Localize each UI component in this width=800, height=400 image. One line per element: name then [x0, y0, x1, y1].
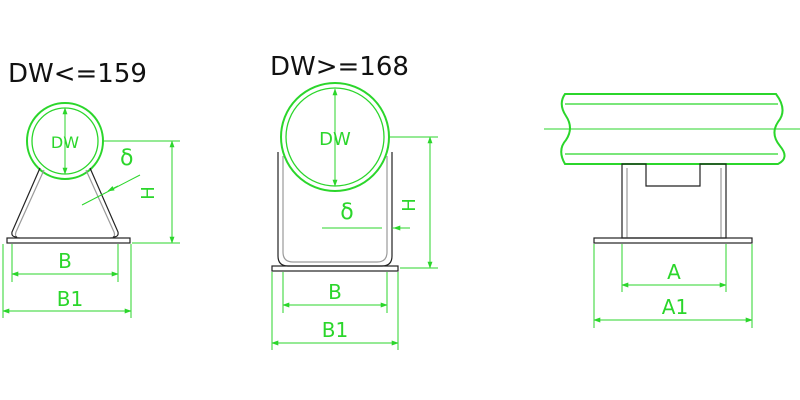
base-plate-side — [593, 237, 753, 244]
view-small-pipe: DW<=159 DW δ H B B1 — [2, 59, 180, 318]
view-side: A A1 — [544, 93, 800, 328]
dw-label-large: DW — [319, 129, 351, 150]
dw-label-small: DW — [51, 133, 79, 152]
b1-label-large: B1 — [322, 318, 348, 342]
base-plate-large — [271, 265, 399, 272]
h-label-small: H — [138, 186, 159, 200]
view-small-title: DW<=159 — [8, 59, 147, 89]
view-large-title: DW>=168 — [270, 52, 409, 82]
pipe-side — [560, 93, 786, 165]
a1-label: A1 — [662, 295, 688, 319]
b1-label-small: B1 — [57, 287, 83, 311]
h-label-large: H — [399, 198, 420, 212]
view-large-pipe: DW>=168 DW δ H B B1 — [270, 52, 438, 350]
b-label-small: B — [58, 249, 72, 273]
delta-label-small: δ — [120, 146, 133, 171]
b-label-large: B — [328, 280, 342, 304]
a-label: A — [667, 260, 681, 284]
saddle-block-side — [621, 163, 727, 239]
base-plate-small — [6, 237, 131, 244]
right-leg-small — [89, 167, 119, 238]
pipe-circle-small — [26, 102, 104, 180]
delta-label-large: δ — [340, 200, 353, 225]
pipe-circle-large — [280, 82, 390, 192]
left-leg-small — [11, 167, 41, 238]
